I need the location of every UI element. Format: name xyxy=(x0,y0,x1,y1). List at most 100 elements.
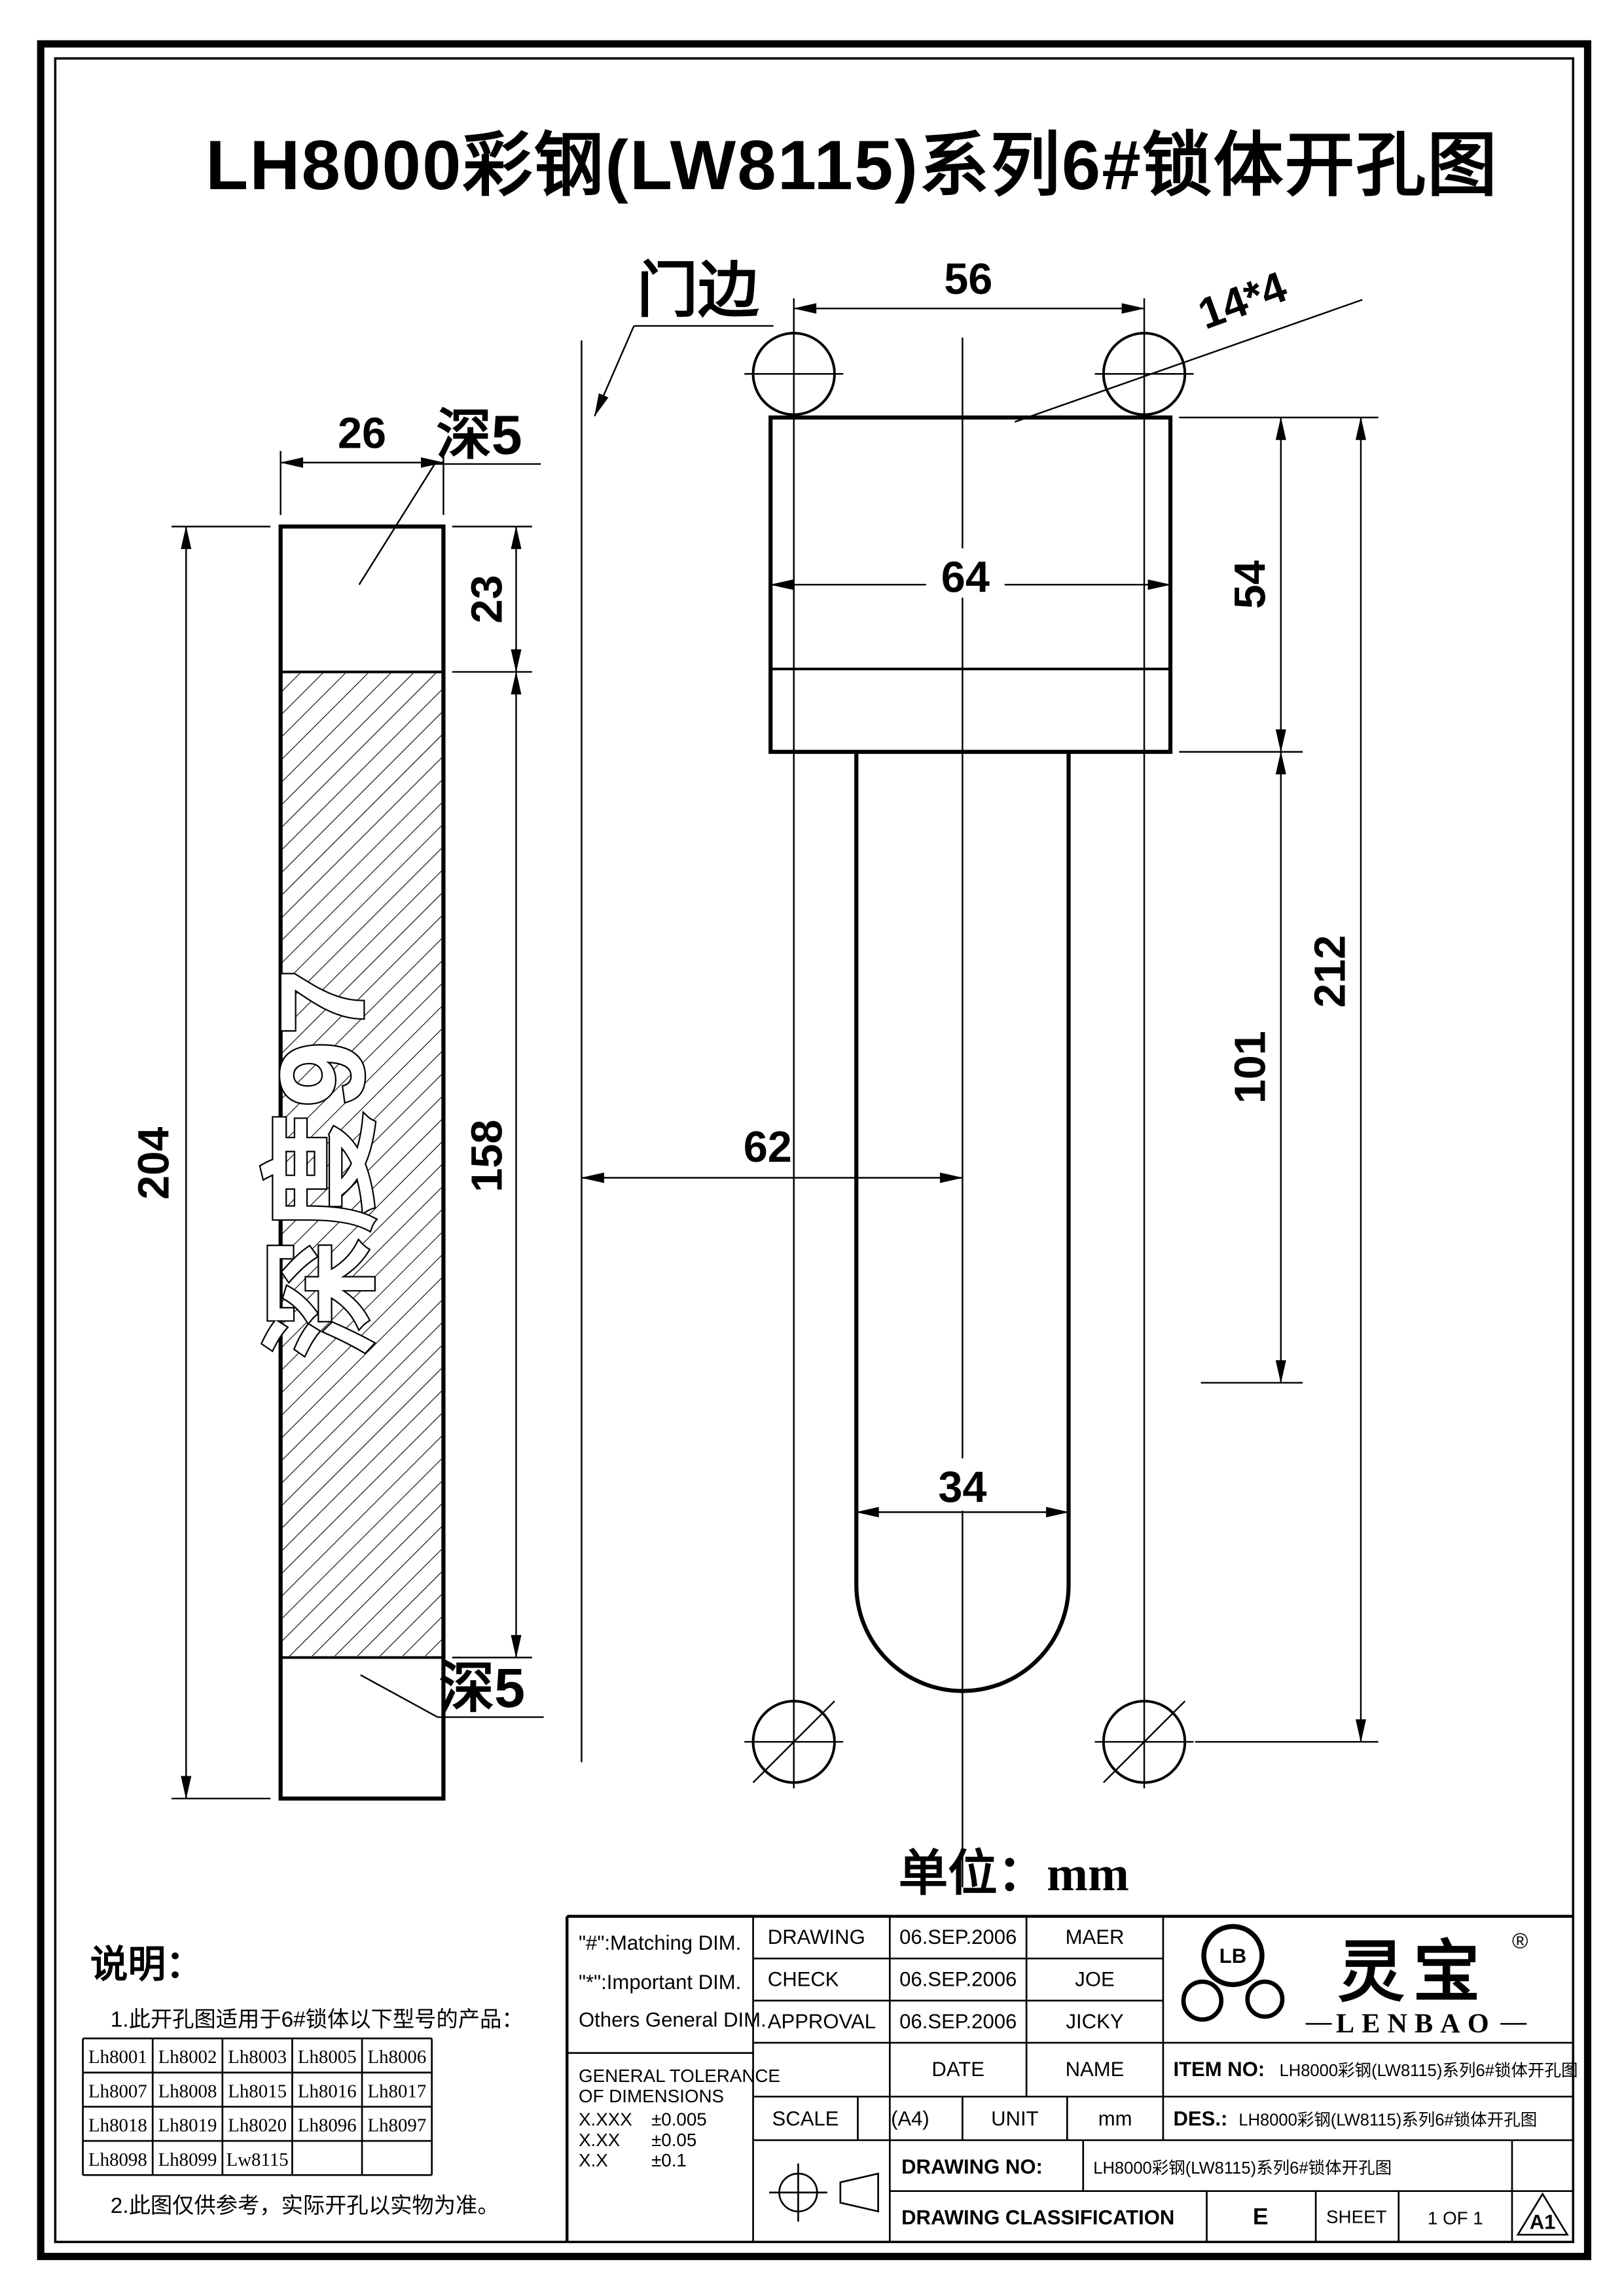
tolerance-code: X.XX xyxy=(579,2130,620,2150)
model-cell: Lh8017 xyxy=(367,2081,426,2102)
item-no-value: LH8000彩钢(LW8115)系列6#锁体开孔图 xyxy=(1280,2062,1578,2080)
model-cell: Lh8020 xyxy=(228,2115,287,2136)
projection-symbol xyxy=(768,2163,879,2222)
drawing-no-row: DRAWING NO: LH8000彩钢(LW8115)系列6#锁体开孔图 xyxy=(901,2155,1392,2178)
scale-value: (A4) xyxy=(891,2108,929,2130)
unit-label: UNIT xyxy=(991,2108,1039,2130)
model-cell: Lh8096 xyxy=(298,2115,357,2136)
signature-rows: DRAWING 06.SEP.2006 MAER CHECK 06.SEP.20… xyxy=(768,1926,1125,2081)
logo-ring-right-icon xyxy=(1245,1979,1285,2019)
door-edge-label: 门边 xyxy=(637,257,759,325)
drawing-no-value: LH8000彩钢(LW8115)系列6#锁体开孔图 xyxy=(1093,2159,1392,2178)
sign-name: MAER xyxy=(1066,1926,1125,1948)
model-cell: Lh8001 xyxy=(88,2047,147,2068)
size-triangle-icon xyxy=(1516,2192,1569,2236)
sign-name: JOE xyxy=(1075,1967,1114,1990)
dim-text-54: 54 xyxy=(1226,560,1274,609)
legend-important: "*":Important DIM. xyxy=(579,1971,741,1994)
dimension-pocket-158: 158 xyxy=(452,671,532,1659)
scale-label: SCALE xyxy=(772,2108,839,2130)
model-cell: Lw8115 xyxy=(226,2149,289,2170)
tolerance-value: ±0.005 xyxy=(651,2109,707,2130)
des-value: LH8000彩钢(LW8115)系列6#锁体开孔图 xyxy=(1238,2111,1537,2130)
sign-name: JICKY xyxy=(1066,2010,1123,2033)
item-rows: ITEM NO: LH8000彩钢(LW8115)系列6#锁体开孔图 DES.:… xyxy=(1173,2058,1578,2130)
unit-value: mm xyxy=(1098,2108,1132,2130)
classification-row: DRAWING CLASSIFICATION E SHEET 1 OF 1 xyxy=(901,2204,1483,2230)
note-line-1: 1.此开孔图适用于6#锁体以下型号的产品： xyxy=(111,2008,524,2032)
sheet-border xyxy=(37,40,1592,2261)
scale-unit-row: SCALE (A4) UNIT mm xyxy=(772,2108,1132,2130)
model-cell: Lh8099 xyxy=(158,2149,217,2170)
dim-text-14x4: 14*4 xyxy=(1192,262,1293,338)
projection-cone-icon xyxy=(839,2172,879,2213)
brand-name-cn: 灵宝 xyxy=(1337,1936,1489,2010)
tolerance-value: ±0.1 xyxy=(651,2150,687,2170)
depth-97-label: 深度97 xyxy=(255,963,389,1357)
depth5-bottom-label: 深5 xyxy=(439,1657,525,1719)
callout-holes-14x4: 14*4 xyxy=(1014,262,1363,423)
des-label: DES.: xyxy=(1173,2108,1227,2130)
drawing-no-label: DRAWING NO: xyxy=(901,2155,1043,2178)
dimension-plate-height-54: 54 xyxy=(1179,416,1379,753)
dim-text-204: 204 xyxy=(130,1127,179,1200)
tolerance-value: ±0.05 xyxy=(651,2130,696,2150)
left-view: 深度97 26 204 23 158 深5 xyxy=(130,404,544,1801)
dim-text-23: 23 xyxy=(463,575,511,623)
model-cell: Lh8007 xyxy=(88,2081,147,2102)
registered-mark: ® xyxy=(1512,1929,1528,1954)
notes-block: 说明： 1.此开孔图适用于6#锁体以下型号的产品： 2.此图仅供参考，实际开孔以… xyxy=(82,1944,524,2218)
dimension-plate-width-64: 64 xyxy=(770,548,1172,601)
callout-depth5-top: 深5 xyxy=(358,404,541,585)
dimension-height-204: 204 xyxy=(130,526,271,1800)
item-no-label: ITEM NO: xyxy=(1173,2058,1265,2081)
model-cell: Lh8003 xyxy=(228,2047,287,2068)
brand-name-en: LENBAO xyxy=(1336,2009,1496,2039)
dimension-hole-spacing-56: 56 xyxy=(793,255,1146,314)
right-view: 门边 56 14*4 64 xyxy=(581,255,1379,1888)
dim-text-62: 62 xyxy=(744,1123,792,1172)
model-cell: Lh8016 xyxy=(298,2081,357,2102)
dim-text-64: 64 xyxy=(941,553,990,601)
dimension-body-101: 101 xyxy=(1200,751,1303,1384)
callout-depth5-bottom: 深5 xyxy=(360,1657,544,1719)
size-code-text: A1 xyxy=(1530,2210,1556,2233)
model-cell: Lh8015 xyxy=(228,2081,287,2102)
tolerance-code: X.X xyxy=(579,2150,608,2170)
model-table: Lh8001 Lh8002 Lh8003 Lh8005 Lh8006 Lh800… xyxy=(82,2037,433,2176)
dim-text-212: 212 xyxy=(1307,935,1355,1008)
sign-label: APPROVAL xyxy=(768,2010,876,2033)
tolerance-heading-1: GENERAL TOLERANCE xyxy=(579,2066,780,2086)
date-header: DATE xyxy=(931,2058,984,2081)
note-line-2: 2.此图仅供参考，实际开孔以实物为准。 xyxy=(111,2194,499,2218)
tolerance-heading-2: OF DIMENSIONS xyxy=(579,2086,724,2106)
logo-initials: LB xyxy=(1219,1945,1246,1967)
dim-text-158: 158 xyxy=(463,1120,511,1193)
model-cell: Lh8002 xyxy=(158,2047,217,2068)
logo-ring-left-icon xyxy=(1181,1979,1224,2022)
callout-door-edge: 门边 xyxy=(594,257,774,417)
dimension-slot-width-34: 34 xyxy=(856,1458,1070,1518)
dim-text-26: 26 xyxy=(338,410,386,458)
model-cell: Lh8019 xyxy=(158,2115,217,2136)
dimension-width-26: 26 xyxy=(280,410,444,515)
legend-others: Others General DIM. xyxy=(579,2009,767,2032)
dimension-edge-offset-62: 62 xyxy=(581,1123,964,1183)
dimension-legend: "#":Matching DIM. "*":Important DIM. Oth… xyxy=(579,1931,780,2170)
screw-hole-bottom-right xyxy=(1102,1700,1187,1784)
left-view-outline xyxy=(278,524,446,1801)
sign-date: 06.SEP.2006 xyxy=(899,1967,1017,1990)
classification-label: DRAWING CLASSIFICATION xyxy=(901,2206,1174,2229)
tolerance-code: X.XXX xyxy=(579,2109,632,2130)
screw-hole-bottom-left xyxy=(751,1700,836,1784)
page-title: LH8000彩钢(LW8115)系列6#锁体开孔图 xyxy=(206,126,1498,204)
dimension-recess-23: 23 xyxy=(452,526,532,673)
brand-logo: LB 灵宝 ® LENBAO xyxy=(1181,1924,1528,2039)
screw-hole-top-right xyxy=(1102,332,1187,416)
dimension-overall-212: 212 xyxy=(1195,416,1379,1743)
model-cell: Lh8018 xyxy=(88,2115,147,2136)
model-cell: Lh8005 xyxy=(298,2047,357,2068)
model-cell: Lh8006 xyxy=(367,2047,426,2068)
